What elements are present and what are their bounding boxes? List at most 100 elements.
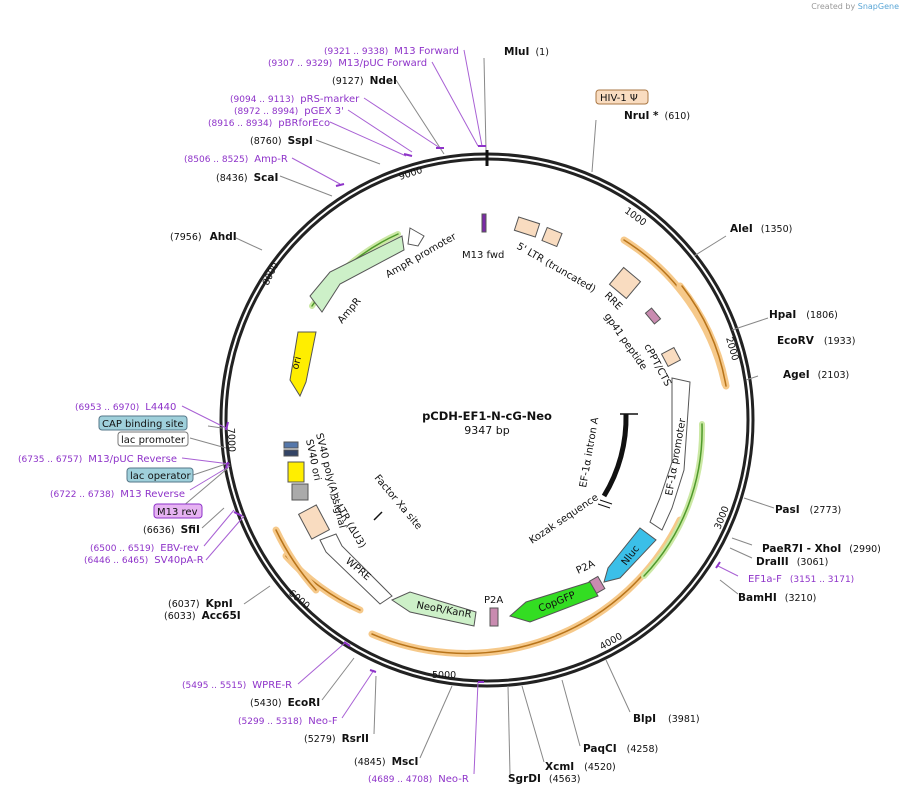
feature-wpre [319, 533, 393, 605]
feature-cppt [660, 346, 682, 368]
primer-wpre-r: (5495 .. 5515)WPRE-R [182, 680, 292, 691]
primer-neo-f: (5299 .. 5318)Neo-F [238, 716, 338, 727]
label-p2a-2: P2A [484, 595, 503, 606]
box-lac-promoter [117, 431, 189, 447]
tick-1000: 1000 [622, 206, 648, 229]
label-p2a-1: P2A [575, 559, 597, 577]
feature-shapes [283, 213, 691, 627]
feature-intron-a [601, 413, 629, 498]
feature-5ltr-a [513, 216, 541, 238]
primer-prs-marker: (9094 .. 9113)pRS-marker [230, 94, 360, 105]
boxed-labels: HIV-1 Ψ CAP binding site lac promoter la… [98, 89, 649, 519]
tick-8000: 8000 [261, 261, 281, 288]
label-ori: ori [290, 355, 304, 370]
site-paer7i-xhoi: PaeR7I - XhoI(2990) [762, 543, 881, 555]
site-mlui: MluI(1) [504, 46, 549, 58]
feature-factor-xa [373, 511, 383, 521]
site-blpi: BlpI(3981) [633, 713, 700, 725]
site-acc65i: (6033)Acc65I [164, 610, 241, 622]
site-rsrii: (5279)RsrII [304, 733, 369, 745]
primer-labels: (9321 .. 9338)M13 Forward (9307 .. 9329)… [18, 46, 854, 785]
feature-copgfp [508, 581, 599, 623]
feature-sv40-polyA [291, 483, 309, 501]
primer-m13-reverse: (6722 .. 6738)M13 Reverse [50, 489, 185, 500]
primer-amp-r: (8506 .. 8525)Amp-R [184, 154, 288, 165]
feature-ampr-promoter [407, 227, 425, 247]
snapgene-logo-text: SnapGene [857, 2, 899, 11]
feature-neor [390, 591, 477, 627]
primer-marks [225, 145, 721, 683]
site-sfii: (6636)SfiI [143, 524, 200, 536]
site-scai: (8436)ScaI [216, 172, 278, 184]
tick-5000: 5000 [432, 670, 456, 681]
primer-ebv-rev: (6500 .. 6519)EBV-rev [90, 543, 199, 554]
feature-5ltr-b [541, 226, 563, 248]
primer-pgex3: (8972 .. 8994)pGEX 3' [234, 106, 344, 117]
svg-text:M13 rev: M13 rev [157, 507, 198, 518]
box-lac-operator [126, 467, 194, 483]
feature-ori [289, 331, 317, 398]
credit-prefix: Created by [811, 2, 856, 11]
site-ecori: (5430)EcoRI [250, 697, 320, 709]
primer-m13puc-reverse: (6735 .. 6757)M13/pUC Reverse [18, 454, 177, 465]
feature-ampr [309, 235, 405, 313]
primer-m13-forward: (9321 .. 9338)M13 Forward [324, 46, 459, 57]
site-pasi: PasI(2773) [775, 504, 841, 516]
tick-2000: 2000 [723, 336, 740, 362]
site-sspi: (8760)SspI [250, 135, 313, 147]
snapgene-credit: Created by SnapGene [811, 2, 899, 11]
feature-small-1 [283, 441, 299, 449]
primer-m13puc-forward: (9307 .. 9329)M13/pUC Forward [268, 58, 427, 69]
primer-ef1a-f: EF1a-F(3151 .. 3171) [748, 574, 854, 585]
leader-lines [175, 57, 775, 775]
site-msci: (4845)MscI [354, 756, 418, 768]
restriction-sites: MluI(1) NruI *(610) AleI(1350) HpaI(1806… [143, 46, 881, 785]
feature-small-2 [283, 449, 299, 457]
svg-text:CAP binding site: CAP binding site [102, 419, 184, 430]
site-paqci: PaqCI(4258) [583, 743, 658, 755]
site-ahdi: (7956)AhdI [170, 231, 237, 243]
svg-text:lac operator: lac operator [130, 471, 191, 482]
site-hpai: HpaI(1806) [769, 309, 838, 321]
primer-sv40pa-r: (6446 .. 6465)SV40pA-R [84, 555, 204, 566]
primer-neo-r: (4689 .. 4708)Neo-R [368, 774, 469, 785]
tick-7000: 7000 [225, 428, 237, 453]
feature-p2a-2 [489, 607, 499, 627]
primer-lines [181, 49, 739, 775]
site-bamhi: BamHI(3210) [738, 592, 816, 604]
feature-m13fwd [481, 213, 487, 233]
site-nrui: NruI *(610) [624, 110, 690, 122]
feature-ef1a-promoter [649, 377, 691, 531]
site-ecorv: EcoRV(1933) [777, 335, 855, 347]
plasmid-length: 9347 bp [464, 424, 509, 437]
feature-gp41 [644, 307, 662, 325]
label-5ltr: 5' LTR (truncated) [515, 241, 598, 295]
primer-pbrforeco: (8916 .. 8934)pBRforEco [208, 118, 330, 129]
label-factor-xa: Factor Xa site [372, 473, 424, 532]
plasmid-name: pCDH-EF1-N-cG-Neo [422, 409, 552, 423]
orf-arcs [272, 231, 730, 657]
site-xcmi: XcmI(4520) [545, 761, 616, 773]
site-sgrdi: SgrDI(4563) [508, 773, 580, 785]
label-kozak: Kozak sequence [528, 492, 601, 546]
feature-3ltr [297, 504, 331, 540]
feature-rre [608, 266, 642, 300]
svg-text:HIV-1 Ψ: HIV-1 Ψ [600, 93, 638, 104]
box-m13-rev [153, 503, 203, 519]
site-ndei: (9127)NdeI [332, 75, 397, 87]
feature-nluc [603, 527, 657, 583]
site-kpni: (6037)KpnI [168, 598, 233, 610]
site-alei: AleI(1350) [730, 223, 792, 235]
feature-sv40-ori [287, 461, 305, 483]
box-cap-binding [98, 415, 188, 431]
site-agei: AgeI(2103) [783, 369, 849, 381]
label-gp41: gp41 peptide [602, 311, 649, 372]
label-intron-a: EF-1α intron A [578, 416, 601, 488]
label-m13fwd: M13 fwd [462, 250, 504, 261]
svg-text:lac promoter: lac promoter [121, 435, 186, 446]
site-draiii: DraIII(3061) [756, 556, 828, 568]
primer-l4440: (6953 .. 6970)L4440 [75, 402, 176, 413]
label-ampr: AmpR [336, 296, 364, 326]
box-hiv-psi [595, 89, 649, 105]
